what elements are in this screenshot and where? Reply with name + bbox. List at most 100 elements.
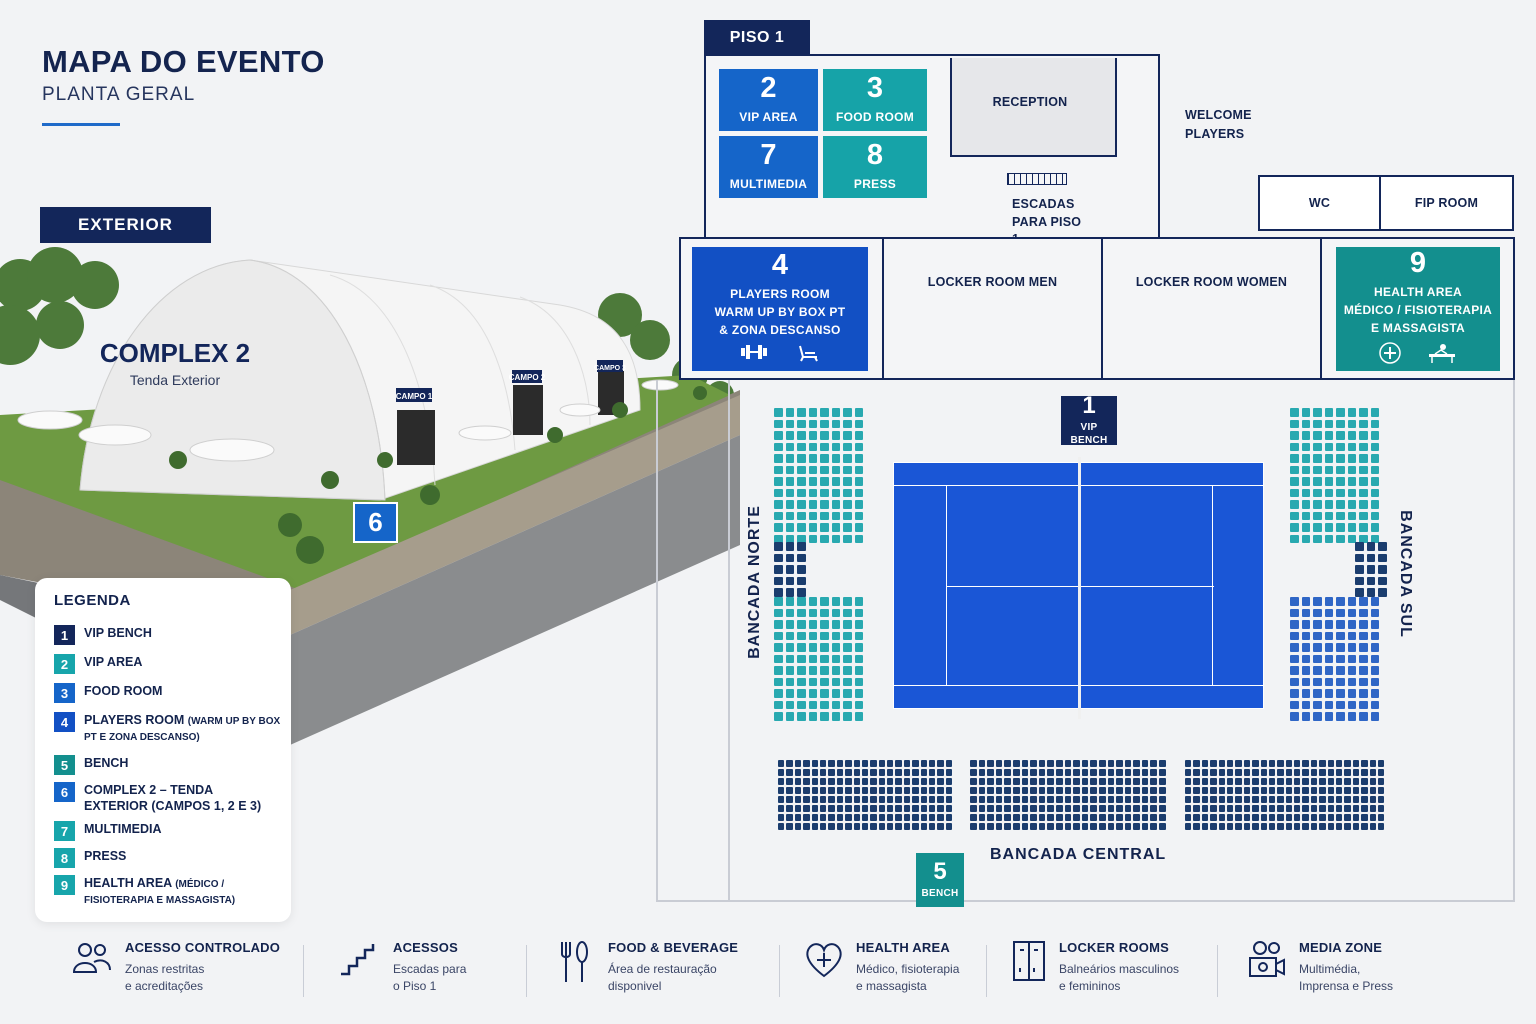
legend-label: MULTIMEDIA xyxy=(84,822,162,836)
tent-title: COMPLEX 2 xyxy=(100,338,250,368)
vip-bench-marker[interactable]: 1 VIP BENCH xyxy=(1061,391,1117,446)
exterior-label: EXTERIOR xyxy=(40,207,211,243)
court-net xyxy=(1078,457,1081,719)
room-4-sublabel: WARM UP BY BOX PT xyxy=(714,304,846,319)
camera-icon xyxy=(1248,940,1286,987)
page-title: MAPA DO EVENTO xyxy=(42,44,325,79)
info-title: FOOD & BEVERAGE xyxy=(608,940,739,955)
legend-label: VIP BENCH xyxy=(84,626,152,640)
welcome-players: WELCOME PLAYERS xyxy=(1185,106,1265,144)
room-4-icons xyxy=(741,344,819,367)
wc-fip-block: WC FIP ROOM xyxy=(1258,175,1514,231)
room-7-multimedia[interactable]: 7 MULTIMEDIA xyxy=(719,136,818,198)
legend-item: 3 FOOD ROOM xyxy=(54,683,284,703)
locker-room-men[interactable]: LOCKER ROOM MEN xyxy=(927,275,1058,289)
tent-subtitle: Tenda Exterior xyxy=(130,372,221,388)
info-separator xyxy=(303,945,304,997)
room-7-label: MULTIMEDIA xyxy=(729,177,808,192)
legend-extra: (MÉDICO / FISIOTERAPIA E MASSAGISTA) xyxy=(84,879,236,907)
legend-text: HEALTH AREA (MÉDICO / FISIOTERAPIA E MAS… xyxy=(84,875,284,908)
info-title: MEDIA ZONE xyxy=(1299,940,1383,955)
room-4-players-room[interactable]: 4 PLAYERS ROOM WARM UP BY BOX PT & ZONA … xyxy=(692,247,868,371)
stairs-icon xyxy=(1007,173,1067,185)
info-desc: Multimédia,Imprensa e Press xyxy=(1299,962,1394,993)
court-line xyxy=(1212,485,1213,686)
court-line xyxy=(946,485,947,686)
info-title: HEALTH AREA xyxy=(856,940,950,955)
bancada-norte-label: BANCADA NORTE xyxy=(746,505,763,659)
room-9-label: HEALTH AREA xyxy=(1374,284,1462,299)
bench-label: BENCH xyxy=(921,887,959,899)
wc-room[interactable]: WC xyxy=(1260,177,1381,229)
info-title: ACESSO CONTROLADO xyxy=(125,940,281,955)
divider xyxy=(882,239,884,378)
piso-1-tab: PISO 1 xyxy=(704,20,810,56)
room-4-number: 4 xyxy=(771,248,789,281)
legend-badge: 6 xyxy=(54,782,75,802)
bench-marker[interactable]: 5 BENCH xyxy=(916,853,964,907)
legend-extra: (WARM UP BY BOX PT E ZONA DESCANSO) xyxy=(84,716,281,744)
stairs-icon xyxy=(337,940,377,981)
exterior-tent-illustration: COMPLEX 2 Tenda Exterior CAMPO 1 CAMPO 2… xyxy=(0,247,740,745)
legend-badge: 5 xyxy=(54,755,75,775)
legend-badge: 4 xyxy=(54,712,75,732)
room-2-vip-area[interactable]: 2 VIP AREA xyxy=(719,69,818,131)
legend-item: 2 VIP AREA xyxy=(54,654,284,674)
divider xyxy=(1101,239,1103,378)
legend-item: 4 PLAYERS ROOM (WARM UP BY BOX PT E ZONA… xyxy=(54,712,284,745)
legend-item: 5 BENCH xyxy=(54,755,284,775)
campo-3-sign: CAMPO 3 xyxy=(594,365,626,372)
legend-badge: 8 xyxy=(54,848,75,868)
room-9-icons xyxy=(1379,342,1457,369)
legend-badge: 9 xyxy=(54,875,75,895)
legend-badge: 1 xyxy=(54,625,75,645)
info-media-zone: MEDIA ZONE Multimédia,Imprensa e Press xyxy=(1248,940,1393,995)
legend-panel: LEGENDA 1 VIP BENCH 2 VIP AREA 3 FOOD RO… xyxy=(35,578,291,922)
room-9-number: 9 xyxy=(1409,246,1427,279)
title-underline xyxy=(42,123,120,126)
heart-plus-icon xyxy=(804,940,844,983)
room-8-press[interactable]: 8 PRESS xyxy=(823,136,927,198)
room-3-food-room[interactable]: 3 FOOD ROOM xyxy=(823,69,927,131)
legend-item: 7 MULTIMEDIA xyxy=(54,821,284,841)
legend-label: HEALTH AREA xyxy=(84,876,172,890)
info-separator xyxy=(526,945,527,997)
reception-label: RECEPTION xyxy=(992,95,1068,109)
locker-room-women[interactable]: LOCKER ROOM WOMEN xyxy=(1135,275,1288,289)
legend-label: BENCH xyxy=(84,756,129,770)
legend-label: PRESS xyxy=(84,849,127,863)
bench-number: 5 xyxy=(933,857,947,885)
legend-text: PLAYERS ROOM (WARM UP BY BOX PT E ZONA D… xyxy=(84,712,284,745)
room-8-number: 8 xyxy=(866,139,884,172)
vip-bench-number: 1 xyxy=(1082,391,1096,419)
room-4-label: PLAYERS ROOM xyxy=(730,286,830,301)
campo-2-sign: CAMPO 2 xyxy=(509,373,546,382)
lounge-chair-icon xyxy=(797,344,819,367)
room-3-label: FOOD ROOM xyxy=(835,110,915,125)
room-9-sublabel: E MASSAGISTA xyxy=(1370,321,1466,336)
info-separator xyxy=(986,945,987,997)
exterior-marker-6[interactable]: 6 xyxy=(353,502,398,543)
room-9-health-area[interactable]: 9 HEALTH AREA MÉDICO / FISIOTERAPIA E MA… xyxy=(1336,247,1500,371)
legend-badge: 7 xyxy=(54,821,75,841)
info-separator xyxy=(1217,945,1218,997)
fip-room[interactable]: FIP ROOM xyxy=(1414,195,1479,210)
bancada-sul-label: BANCADA SUL xyxy=(1397,510,1414,638)
medical-cross-icon xyxy=(1379,342,1401,369)
legend-item: 8 PRESS xyxy=(54,848,284,868)
info-separator xyxy=(779,945,780,997)
room-2-label: VIP AREA xyxy=(739,110,798,125)
room-2-number: 2 xyxy=(760,72,777,105)
room-7-number: 7 xyxy=(760,139,777,172)
legend-item: 9 HEALTH AREA (MÉDICO / FISIOTERAPIA E M… xyxy=(54,875,284,908)
padel-court xyxy=(893,457,1264,719)
massage-table-icon xyxy=(1427,342,1457,369)
